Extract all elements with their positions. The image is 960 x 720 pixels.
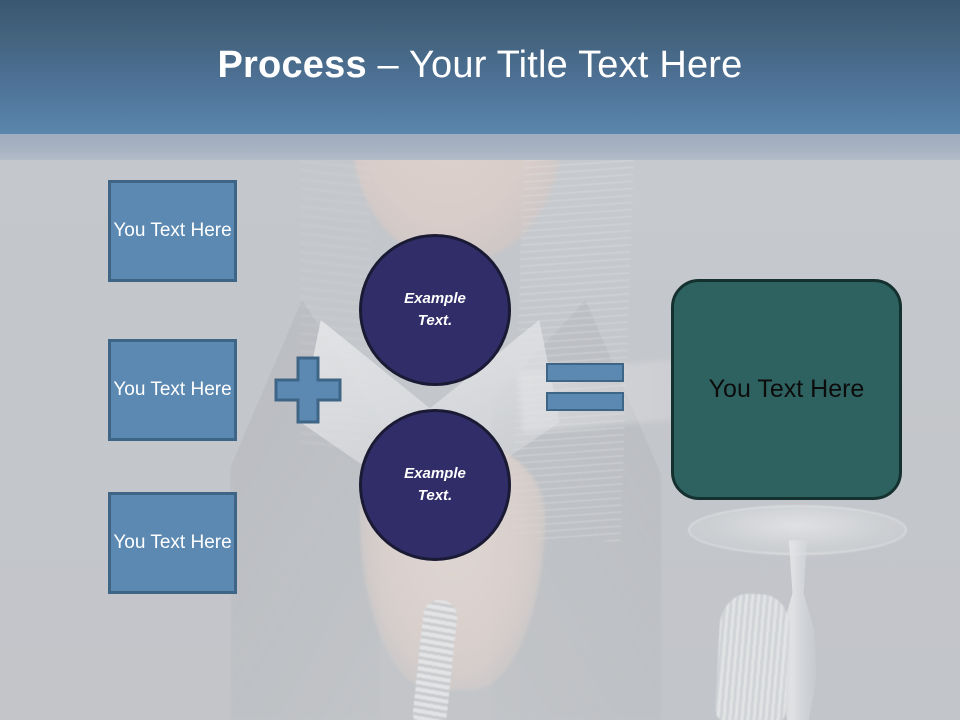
page-title: Process – Your Title Text Here	[0, 44, 960, 88]
page-title-dash: –	[366, 44, 409, 86]
example-circle-2-line2: Text.	[417, 487, 453, 504]
result-box-label: You Text Here	[708, 375, 865, 403]
input-box-1[interactable]: You Text Here	[108, 180, 237, 282]
input-box-3-label: You Text Here	[113, 531, 232, 553]
example-circle-1-line2: Text.	[417, 312, 453, 329]
example-circle-2-line1: Example	[404, 464, 466, 482]
background-glass-bowl	[688, 505, 907, 555]
plus-icon	[274, 356, 342, 424]
input-box-2-label: You Text Here	[113, 378, 232, 400]
result-box[interactable]: You Text Here	[671, 279, 902, 500]
example-circle-1-line1: Example	[404, 289, 466, 307]
title-band-accent-strip	[0, 134, 960, 160]
equals-bar-bottom	[546, 392, 624, 411]
equals-icon	[546, 363, 624, 411]
input-box-1-label: You Text Here	[113, 219, 232, 241]
title-band	[0, 0, 960, 134]
equals-bar-top	[546, 363, 624, 382]
page-title-rest: Your Title Text Here	[408, 44, 743, 86]
input-box-3[interactable]: You Text Here	[108, 492, 237, 594]
page-title-strong: Process	[217, 44, 367, 86]
input-box-2[interactable]: You Text Here	[108, 339, 237, 441]
